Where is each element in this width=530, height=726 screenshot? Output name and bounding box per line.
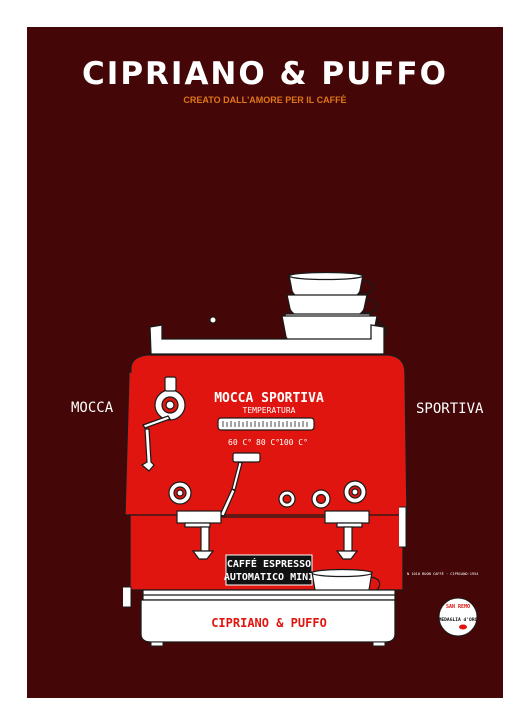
gauge-label: TEMPERATURA: [243, 406, 296, 415]
plate-line1: CAFFÉ ESPRESSO: [227, 557, 311, 570]
espresso-machine-illustration: MOCCA SPORTIVA TEMPERATURA 60 C° 80 C° 1…: [123, 271, 478, 647]
temp-100: 100 C°: [279, 438, 308, 447]
badge-mid: MEDAGLIA d'ORO: [439, 617, 478, 623]
drip-tray: [142, 589, 396, 601]
group-heads: [176, 510, 370, 560]
serial-text: N 1010 BUON CAFFÈ · CIPRIANO·1954: [407, 571, 478, 576]
water-arm: [219, 452, 261, 517]
medal-badge: SAN REMO MEDAGLIA d'ORO: [438, 597, 478, 637]
side-label-right: SPORTIVA: [416, 401, 484, 417]
control-knobs: [168, 480, 367, 509]
badge-top: SAN REMO: [446, 604, 470, 610]
cup-top-rim: [288, 271, 364, 281]
machine-top-tray: [149, 324, 385, 355]
temp-60: 60 C°: [228, 438, 252, 447]
plate-line2: AUTOMATICO MINI: [224, 572, 314, 583]
temperature-gauge: 60 C° 80 C° 100 C°: [217, 417, 315, 447]
temp-80: 80 C°: [256, 438, 280, 447]
steam-wand: [140, 376, 186, 472]
poster-subtitle: CREATO DALL'AMORE PER IL CAFFÈ: [183, 95, 347, 105]
model-name: MOCCA SPORTIVA: [214, 391, 324, 406]
side-label-left: MOCCA: [71, 400, 114, 416]
poster-title: CIPRIANO & PUFFO: [82, 56, 448, 92]
poster: CIPRIANO & PUFFO CREATO DALL'AMORE PER I…: [27, 27, 503, 698]
cup-middle: [286, 294, 368, 317]
base-brand: CIPRIANO & PUFFO: [211, 616, 327, 630]
coffee-bean-icon: [459, 624, 467, 630]
